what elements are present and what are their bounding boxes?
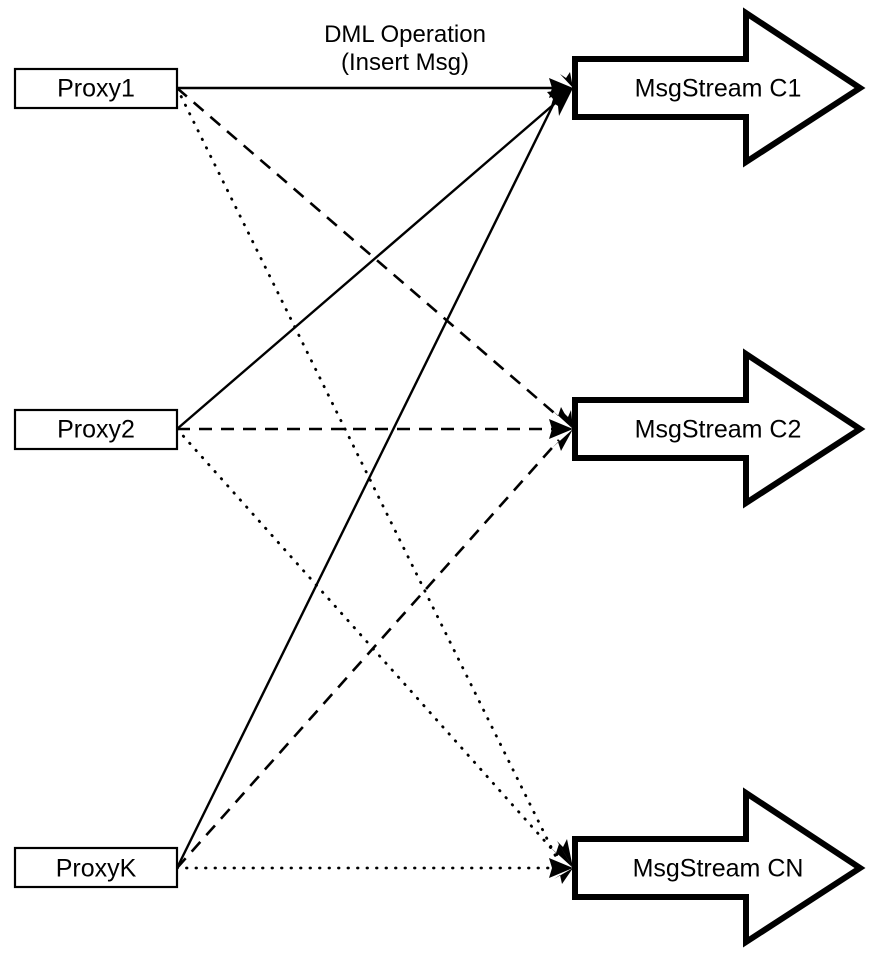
connection-layer	[175, 86, 568, 870]
stream-nodes-layer: MsgStream C1 MsgStream C2 MsgStream CN	[572, 7, 866, 948]
arrowhead-cluster-stream-cn	[549, 839, 573, 884]
proxy-node-proxy2[interactable]: Proxy2	[13, 408, 179, 451]
arrowhead-cluster-stream-c2	[549, 407, 573, 451]
stream-node-cn[interactable]: MsgStream CN	[572, 787, 866, 948]
connection-proxy2-to-stream-cn[interactable]	[175, 427, 561, 859]
proxy-label: Proxy2	[57, 416, 135, 444]
connection-proxy1-to-stream-c2[interactable]	[176, 87, 561, 419]
dml-operation-annotation-line1: DML Operation	[324, 21, 486, 48]
proxy-nodes-layer: Proxy1 Proxy2 ProxyK	[13, 67, 179, 889]
block-arrow-icon	[572, 7, 866, 168]
proxy-box-outline	[13, 846, 179, 889]
arrowhead-icon	[552, 407, 573, 429]
arrowhead-icon	[552, 88, 573, 116]
arrowhead-icon	[554, 868, 573, 884]
block-arrow-icon	[572, 787, 866, 948]
proxy-box-outline	[13, 408, 179, 451]
arrowhead-cluster-stream-c1	[547, 72, 573, 116]
stream-label: MsgStream C2	[635, 416, 802, 444]
annotation-layer: DML Operation (Insert Msg)	[324, 21, 486, 76]
proxy-box-outline	[13, 67, 179, 110]
arrowhead-layer	[547, 72, 573, 884]
arrowhead-icon	[560, 72, 573, 88]
stream-label: MsgStream CN	[633, 855, 804, 883]
arrowhead-icon	[563, 410, 573, 429]
stream-label: MsgStream C1	[635, 75, 802, 103]
proxy-node-proxyk[interactable]: ProxyK	[13, 846, 179, 889]
arrowhead-icon	[549, 419, 573, 439]
dml-operation-annotation-line2: (Insert Msg)	[341, 49, 469, 76]
proxy-label: ProxyK	[56, 855, 137, 883]
stream-node-c1[interactable]: MsgStream C1	[572, 7, 866, 168]
proxy-node-proxy1[interactable]: Proxy1	[13, 67, 179, 110]
connection-proxy1-to-stream-cn[interactable]	[175, 86, 558, 859]
stream-node-c2[interactable]: MsgStream C2	[572, 348, 866, 509]
proxy-label: Proxy1	[57, 75, 135, 103]
arrowhead-icon	[552, 429, 573, 451]
connection-proxyk-to-stream-c2[interactable]	[176, 439, 560, 869]
arrowhead-icon	[550, 844, 573, 868]
arrowhead-icon	[549, 858, 573, 878]
connection-proxy2-to-stream-c1[interactable]	[176, 98, 561, 430]
block-arrow-icon	[572, 348, 866, 509]
arrowhead-icon	[557, 839, 573, 868]
connection-proxyk-to-stream-c1[interactable]	[175, 98, 558, 869]
